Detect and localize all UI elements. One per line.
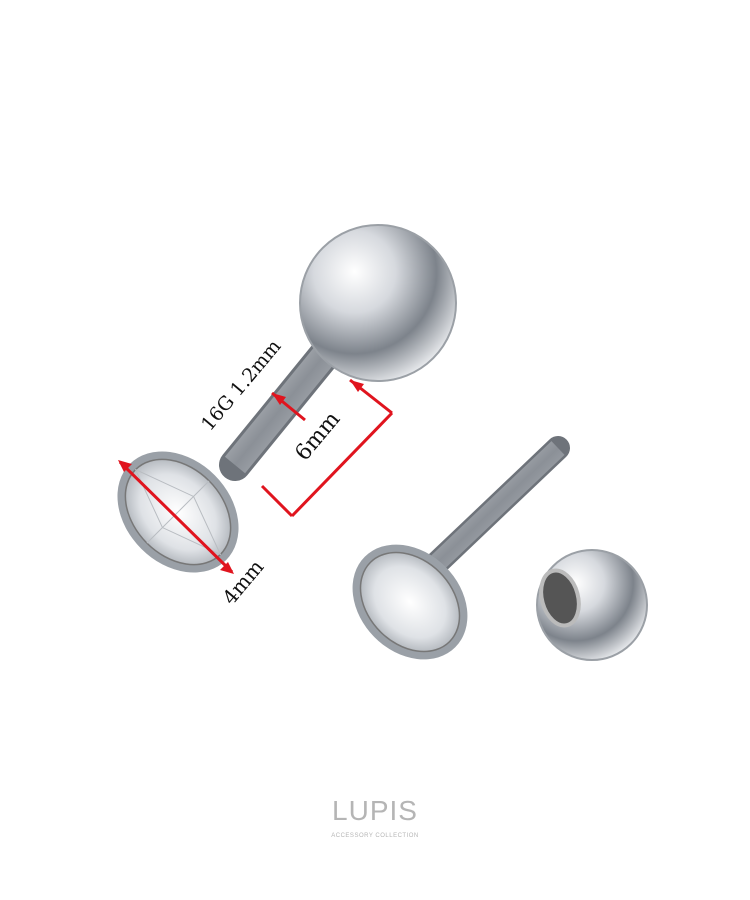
brand-logo: LUPIS [332, 795, 418, 826]
stone-size-label: 4mm [217, 555, 268, 609]
dimension-annotations [118, 378, 394, 574]
ball-end [299, 224, 457, 382]
crystal-setting [117, 451, 239, 573]
thread-hole [539, 568, 581, 628]
disassembled-earring [352, 436, 648, 661]
brand-tagline: ACCESSORY COLLECTION [331, 833, 419, 839]
assembled-earring [117, 224, 457, 573]
